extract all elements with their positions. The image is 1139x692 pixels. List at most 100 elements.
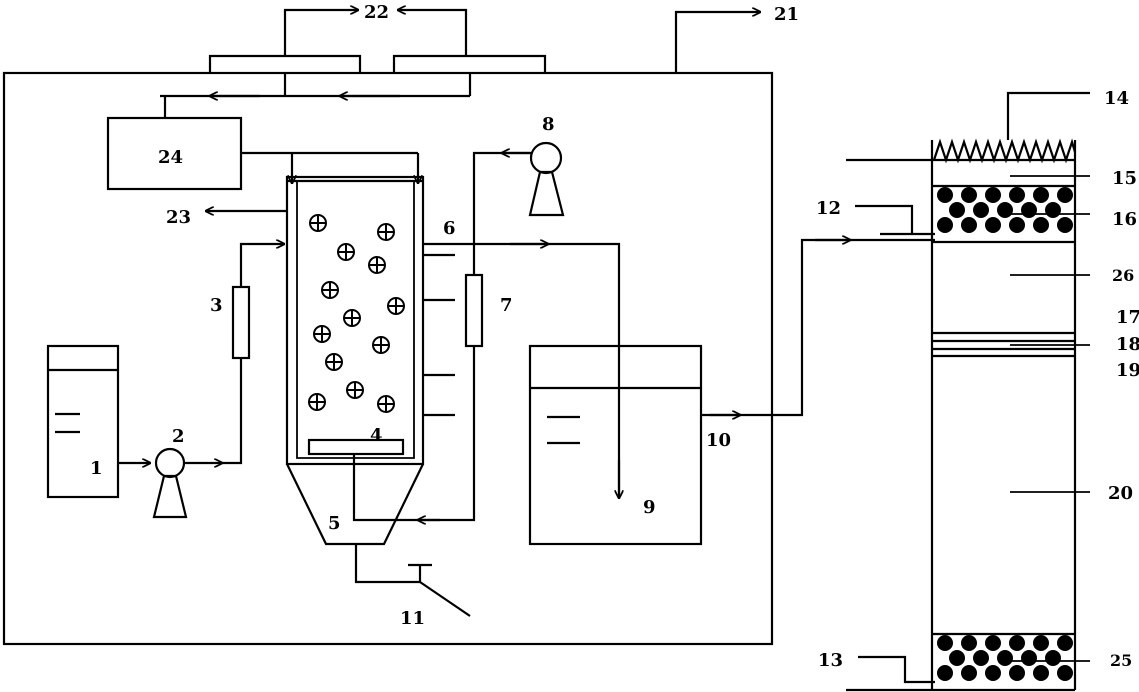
aerator-plate-4 [307, 438, 405, 456]
packing-ball [1045, 650, 1061, 666]
recycle-return [352, 454, 420, 522]
label-23: 23 [166, 207, 191, 228]
label-2: 2 [172, 426, 185, 447]
label-22: 22 [364, 2, 389, 23]
packing-ball [997, 202, 1013, 218]
packing-bed-16 [937, 187, 1073, 233]
packing-ball [961, 635, 977, 651]
carrier-particle [377, 395, 395, 413]
packing-ball [973, 202, 989, 218]
packing-ball [1021, 650, 1037, 666]
carrier-particle [343, 309, 361, 327]
packing-ball [937, 635, 953, 651]
label-8: 8 [542, 114, 555, 135]
packing-ball [997, 650, 1013, 666]
carrier-particle [368, 256, 386, 274]
carrier-particle [321, 281, 339, 299]
packing-ball [937, 187, 953, 203]
feed-line-upper [239, 244, 284, 287]
carrier-particle [372, 336, 390, 354]
exhaust-line-left [283, 10, 358, 56]
label-10: 10 [706, 430, 731, 451]
vent-left [208, 54, 362, 73]
label-14: 14 [1104, 88, 1129, 109]
label-15: 15 [1112, 168, 1137, 189]
packing-ball [949, 202, 965, 218]
exhaust-line-right [398, 10, 468, 56]
label-18: 18 [1116, 334, 1139, 355]
carrier-particle [313, 325, 331, 343]
label-3: 3 [210, 295, 223, 316]
label-25: 25 [1110, 651, 1132, 670]
outlet-pipe-13 [858, 655, 935, 684]
transfer-line-10 [701, 238, 935, 417]
carrier-particle [309, 214, 327, 232]
recycle-line-bottom [420, 346, 476, 522]
packing-ball [1057, 665, 1073, 681]
label-13: 13 [818, 650, 843, 671]
packing-ball [937, 217, 953, 233]
carrier-particle [387, 297, 405, 315]
label-17: 17 [1116, 307, 1139, 328]
effluent-line-6 [423, 242, 621, 497]
carrier-particles [308, 214, 405, 413]
packing-ball [949, 650, 965, 666]
packing-ball [961, 187, 977, 203]
packing-ball [1057, 217, 1073, 233]
label-19: 19 [1116, 360, 1139, 381]
inlet-pipe-12 [855, 204, 914, 234]
packing-ball [961, 217, 977, 233]
flowmeter-7 [464, 273, 484, 348]
label-9: 9 [643, 497, 656, 518]
packing-bed-25 [937, 635, 1073, 681]
packing-ball [1009, 635, 1025, 651]
carrier-particle [377, 223, 395, 241]
column-zigzag-14 [932, 138, 1077, 164]
carrier-particle [308, 393, 326, 411]
label-11: 11 [400, 608, 425, 629]
label-21: 21 [774, 4, 799, 25]
packing-ball [1033, 635, 1049, 651]
pump-8-body [529, 141, 563, 175]
carrier-particle [337, 243, 355, 261]
drain-pipe-11 [354, 544, 420, 584]
label-1: 1 [90, 458, 103, 479]
label-20: 20 [1108, 483, 1133, 504]
packing-ball [985, 217, 1001, 233]
packing-ball [1045, 202, 1061, 218]
packing-ball [937, 665, 953, 681]
packing-ball [1009, 665, 1025, 681]
exhaust-line-21 [674, 12, 760, 73]
vent-right [392, 54, 547, 73]
label-4: 4 [370, 425, 383, 446]
carrier-particle [325, 353, 343, 371]
enclosure-box [2, 71, 774, 646]
packing-ball [1021, 202, 1037, 218]
packing-ball [961, 665, 977, 681]
packing-ball [1033, 187, 1049, 203]
tank-9 [528, 344, 703, 546]
drain-outlet [419, 581, 471, 617]
packing-ball [1057, 635, 1073, 651]
feed-line-to-reactor [222, 358, 243, 465]
label-7: 7 [500, 295, 513, 316]
packing-ball [1009, 217, 1025, 233]
packing-ball [985, 187, 1001, 203]
label-26: 26 [1112, 266, 1134, 285]
pump-8-base [528, 170, 565, 217]
packing-ball [985, 665, 1001, 681]
packing-ball [973, 650, 989, 666]
reactor-inner-wall [296, 180, 415, 459]
column-line-14 [1006, 91, 1090, 140]
pump-2-body [154, 447, 186, 479]
label-16: 16 [1112, 209, 1137, 230]
reactor-outer [285, 175, 425, 466]
recycle-line-top [472, 151, 531, 275]
feed-tank-1 [46, 344, 120, 499]
packing-ball [985, 635, 1001, 651]
packing-ball [1009, 187, 1025, 203]
packing-ball [1033, 217, 1049, 233]
label-24: 24 [158, 147, 183, 168]
